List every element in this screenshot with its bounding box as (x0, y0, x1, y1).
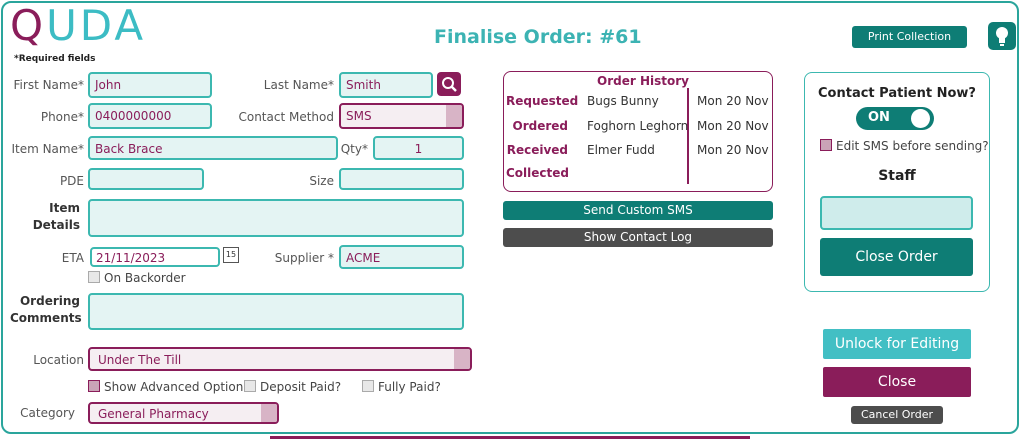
category-value: General Pharmacy (98, 407, 209, 421)
last-name-field[interactable]: Smith (339, 72, 433, 98)
contact-method-dropdown[interactable]: SMS (339, 103, 464, 129)
category-dropdown[interactable]: General Pharmacy (88, 402, 279, 424)
history-label-requested: Requested (506, 94, 579, 108)
close-order-button[interactable]: Close Order (820, 238, 973, 276)
history-name-requested: Bugs Bunny (587, 94, 659, 108)
fully-paid-checkbox[interactable]: Fully Paid? (362, 380, 441, 394)
send-custom-sms-button[interactable]: Send Custom SMS (503, 201, 773, 220)
pde-field[interactable] (88, 168, 204, 190)
ordering-comments-label-2: Comments (10, 311, 82, 325)
first-name-field[interactable]: John (88, 72, 212, 98)
item-details-label-2: Details (32, 218, 80, 232)
first-name-label: First Name* (13, 78, 84, 92)
eta-label: ETA (61, 251, 84, 265)
staff-field[interactable] (820, 196, 973, 230)
edit-sms-checkbox[interactable]: Edit SMS before sending? (820, 139, 989, 153)
location-label: Location (33, 353, 84, 367)
show-contact-log-button[interactable]: Show Contact Log (503, 228, 773, 247)
ordering-comments-field[interactable] (88, 293, 464, 330)
deposit-paid-label: Deposit Paid? (260, 380, 342, 394)
phone-field[interactable]: 0400000000 (88, 103, 212, 129)
contact-panel (804, 72, 990, 292)
order-history-title: Order History (597, 74, 689, 88)
deposit-paid-checkbox[interactable]: Deposit Paid? (244, 380, 341, 394)
phone-label: Phone* (40, 110, 84, 124)
deposit-paid-box[interactable] (244, 380, 256, 392)
unlock-for-editing-button[interactable]: Unlock for Editing (823, 329, 971, 359)
contact-patient-title: Contact Patient Now? (818, 86, 976, 101)
page-title: Finalise Order: #61 (434, 26, 642, 48)
supplier-field[interactable]: ACME (339, 245, 464, 269)
toggle-knob[interactable] (911, 109, 930, 128)
edit-sms-box[interactable] (820, 139, 832, 151)
item-name-label: Item Name* (11, 142, 84, 156)
on-backorder-label: On Backorder (104, 271, 186, 285)
toggle-state: ON (868, 110, 890, 125)
item-details-label-1: Item (49, 201, 80, 215)
last-name-label: Last Name* (263, 78, 334, 92)
fully-paid-label: Fully Paid? (378, 380, 441, 394)
calendar-icon[interactable]: 15 (223, 247, 239, 263)
history-label-collected: Collected (506, 166, 569, 180)
required-note: *Required fields (14, 54, 96, 64)
location-value: Under The Till (98, 353, 182, 367)
history-label-received: Received (506, 143, 568, 157)
location-dropdown-button[interactable] (454, 349, 470, 369)
search-button[interactable] (437, 72, 461, 96)
search-icon (442, 77, 457, 92)
show-advanced-box[interactable] (88, 380, 100, 392)
print-collection-sheet-button[interactable]: Print Collection Sheet (852, 26, 967, 65)
order-history-box (503, 71, 773, 192)
cancel-order-button[interactable]: Cancel Order (851, 406, 943, 424)
size-field[interactable] (339, 168, 464, 190)
contact-method-dropdown-button[interactable] (446, 105, 462, 127)
on-backorder-checkbox[interactable]: On Backorder (88, 271, 186, 285)
contact-method-label: Contact Method (238, 110, 334, 124)
ordering-comments-label-1: Ordering (19, 294, 80, 308)
lightbulb-button[interactable] (988, 22, 1016, 50)
qty-field[interactable]: 1 (373, 136, 464, 160)
close-button[interactable]: Close (823, 367, 971, 397)
category-dropdown-button[interactable] (261, 404, 277, 422)
item-details-field[interactable] (88, 199, 464, 237)
contact-toggle[interactable]: ON (856, 107, 934, 130)
history-date-received: Mon 20 Nov (697, 143, 769, 157)
history-label-ordered: Ordered (512, 119, 569, 133)
staff-label: Staff (878, 168, 916, 184)
history-name-received: Elmer Fudd (587, 143, 655, 157)
quda-logo: QUDA (10, 1, 147, 50)
location-dropdown[interactable]: Under The Till (88, 347, 472, 371)
history-date-ordered: Mon 20 Nov (697, 119, 769, 133)
lightbulb-icon (996, 27, 1008, 46)
size-label: Size (309, 174, 334, 188)
edit-sms-label: Edit SMS before sending? (836, 139, 989, 153)
pde-label: PDE (59, 174, 84, 188)
on-backorder-box[interactable] (88, 271, 100, 283)
order-history-divider (687, 88, 689, 184)
item-name-field[interactable]: Back Brace (88, 136, 338, 160)
show-advanced-options-checkbox[interactable]: Show Advanced Options (88, 380, 250, 394)
supplier-label: Supplier * (274, 251, 334, 265)
contact-method-value: SMS (346, 109, 372, 123)
qty-label: Qty* (340, 142, 368, 156)
fully-paid-box[interactable] (362, 380, 374, 392)
history-name-ordered: Foghorn Leghorn (587, 119, 689, 133)
frame-accent (270, 436, 750, 439)
show-advanced-label: Show Advanced Options (104, 380, 250, 394)
category-label: Category (20, 406, 75, 420)
eta-date-field[interactable]: 21/11/2023 (90, 247, 220, 267)
history-date-requested: Mon 20 Nov (697, 94, 769, 108)
